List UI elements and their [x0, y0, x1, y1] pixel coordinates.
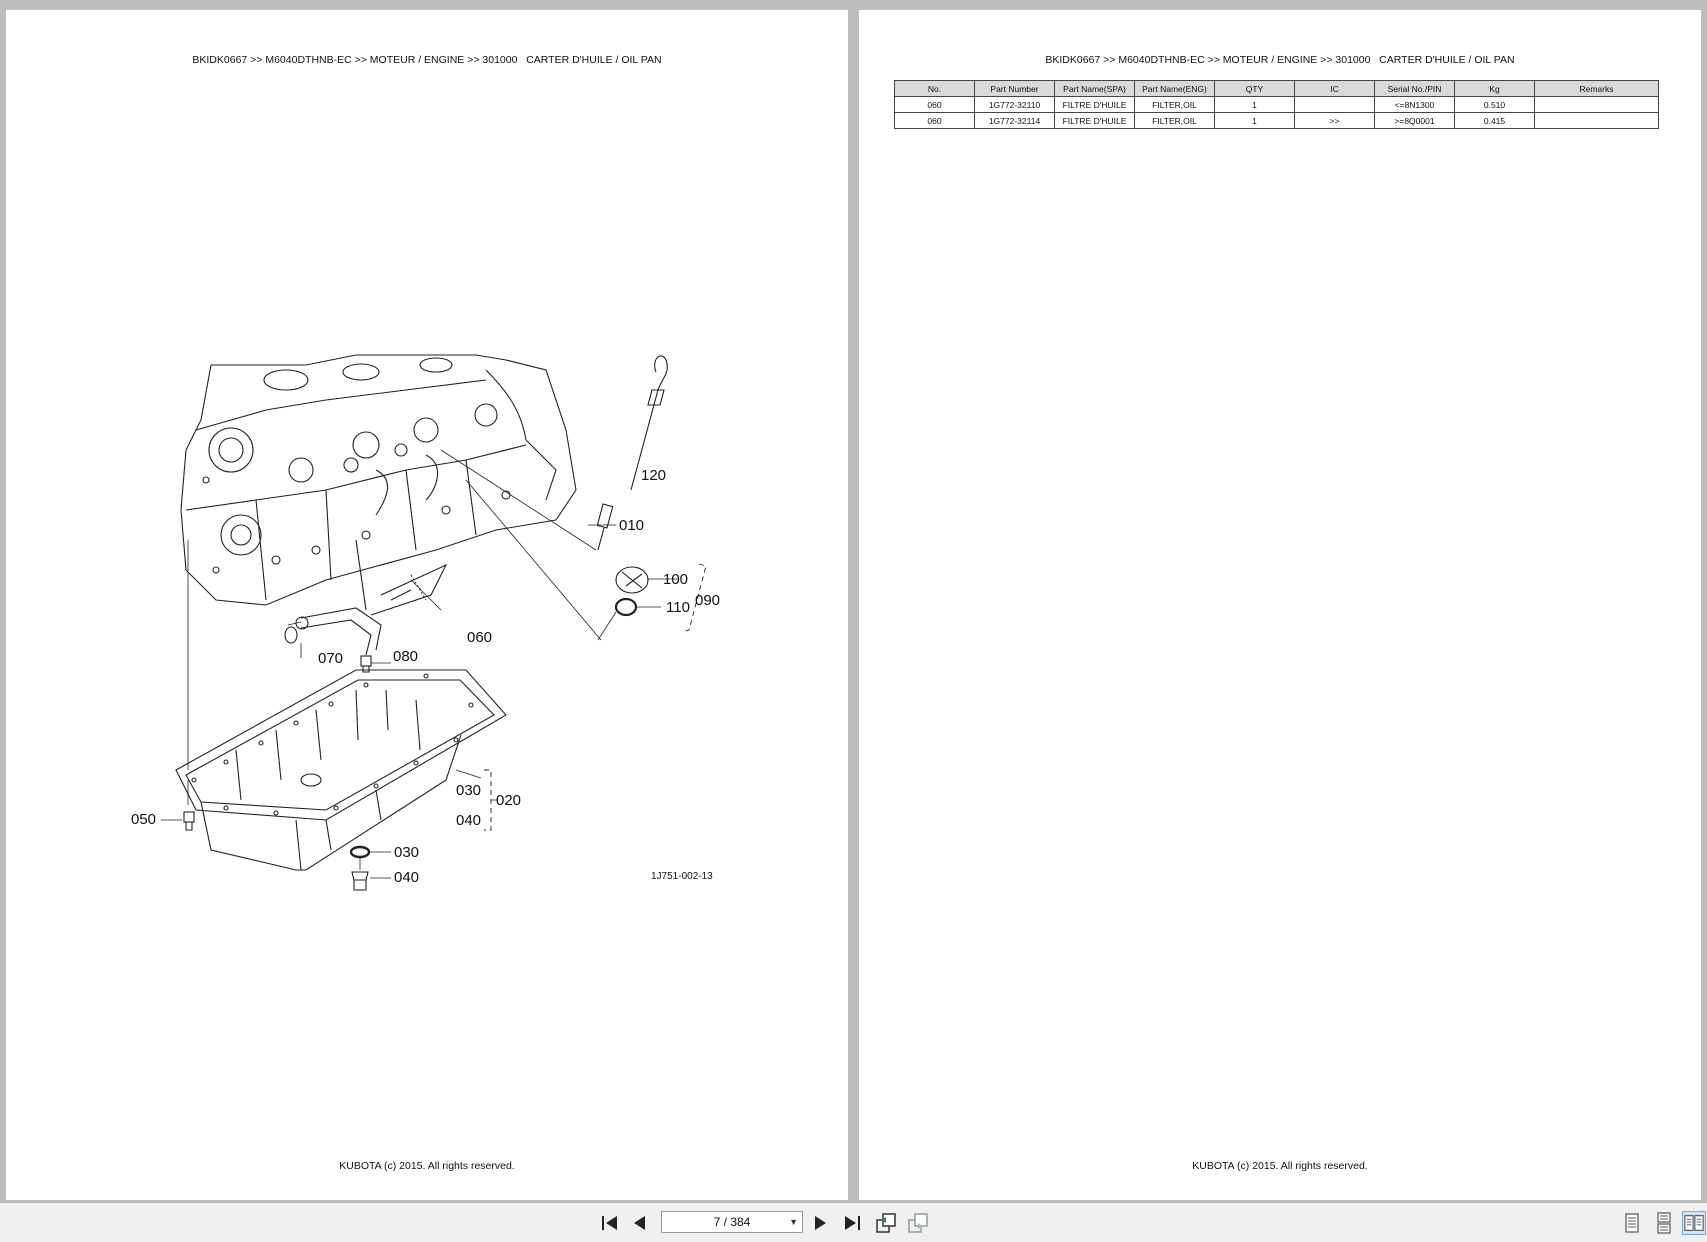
- page-number-field[interactable]: 7 / 384 ▼: [661, 1211, 803, 1233]
- chevron-down-icon[interactable]: ▼: [789, 1217, 798, 1227]
- dipstick: [596, 355, 668, 551]
- col-header: Part Name(ENG): [1134, 80, 1215, 97]
- label-020: 020: [496, 792, 521, 809]
- label-030-upper: 030: [456, 782, 481, 799]
- table-cell: FILTER,OIL: [1134, 96, 1215, 113]
- go-forward-view-icon[interactable]: [906, 1211, 930, 1235]
- col-header: Part Name(SPA): [1054, 80, 1135, 97]
- label-110: 110: [666, 599, 690, 616]
- page-header: BKIDK0667 >> M6040DTHNB-EC >> MOTEUR / E…: [1045, 54, 1515, 66]
- gasket-ring: [284, 626, 298, 644]
- col-header: No.: [894, 80, 975, 97]
- col-header: Remarks: [1534, 80, 1659, 97]
- single-page-view-icon[interactable]: [1620, 1211, 1644, 1235]
- page-footer: KUBOTA (c) 2015. All rights reserved.: [1192, 1160, 1368, 1172]
- bolt-080: [360, 655, 391, 673]
- page-footer: KUBOTA (c) 2015. All rights reserved.: [339, 1160, 515, 1172]
- viewer-toolbar: 7 / 384 ▼: [0, 1202, 1707, 1242]
- col-header: QTY: [1214, 80, 1295, 97]
- col-header: Part Number: [974, 80, 1055, 97]
- table-cell: [1534, 96, 1659, 113]
- continuous-view-icon[interactable]: [1652, 1211, 1676, 1235]
- page-header: BKIDK0667 >> M6040DTHNB-EC >> MOTEUR / E…: [192, 54, 662, 66]
- drain-plug-parts: [349, 845, 391, 891]
- table-cell: 0.510: [1454, 96, 1535, 113]
- last-page-icon[interactable]: [840, 1211, 864, 1235]
- col-header: Serial No./PIN: [1374, 80, 1455, 97]
- label-050: 050: [131, 811, 156, 828]
- table-cell: [1294, 96, 1375, 113]
- table-cell: >=8Q0001: [1374, 112, 1455, 129]
- table-cell: 0.415: [1454, 112, 1535, 129]
- oil-strainer: [295, 539, 448, 656]
- label-070: 070: [318, 650, 343, 667]
- label-100: 100: [663, 571, 688, 588]
- label-040-upper: 040: [456, 812, 481, 829]
- table-cell: FILTRE D'HUILE: [1054, 112, 1135, 129]
- bolt-050: [161, 811, 195, 831]
- document-viewport[interactable]: BKIDK0667 >> M6040DTHNB-EC >> MOTEUR / E…: [0, 0, 1707, 1202]
- facing-pages-view-icon[interactable]: [1682, 1211, 1706, 1235]
- label-120: 120: [641, 467, 666, 484]
- table-cell: [1534, 112, 1659, 129]
- table-cell: >>: [1294, 112, 1375, 129]
- table-header-row: No. Part Number Part Name(SPA) Part Name…: [894, 80, 1659, 97]
- table-cell: 1G772-32110: [974, 96, 1055, 113]
- label-030-lower: 030: [394, 844, 419, 861]
- page-right: BKIDK0667 >> M6040DTHNB-EC >> MOTEUR / E…: [859, 10, 1701, 1200]
- table-cell: 060: [894, 96, 975, 113]
- table-row: 060 1G772-32114 FILTRE D'HUILE FILTER,OI…: [894, 112, 1659, 129]
- page-indicator: 7 / 384: [713, 1215, 751, 1229]
- page-left: BKIDK0667 >> M6040DTHNB-EC >> MOTEUR / E…: [6, 10, 848, 1200]
- filler-cap: [615, 566, 649, 594]
- next-page-icon[interactable]: [808, 1211, 832, 1235]
- col-header: IC: [1294, 80, 1375, 97]
- table-cell: 1: [1214, 112, 1295, 129]
- oil-pan-exploded-diagram: 120 010 100 110 090 060 070 080 020 030 …: [131, 354, 720, 891]
- table-cell: FILTRE D'HUILE: [1054, 96, 1135, 113]
- col-header: Kg: [1454, 80, 1535, 97]
- table-row: 060 1G772-32110 FILTRE D'HUILE FILTER,OI…: [894, 96, 1659, 113]
- table-cell: FILTER,OIL: [1134, 112, 1215, 129]
- label-080: 080: [393, 648, 418, 665]
- label-060: 060: [467, 629, 492, 646]
- label-090: 090: [695, 592, 720, 609]
- o-ring: [614, 597, 638, 617]
- first-page-icon[interactable]: [598, 1211, 622, 1235]
- table-cell: 1G772-32114: [974, 112, 1055, 129]
- label-010: 010: [619, 517, 644, 534]
- engine-block: [180, 354, 577, 606]
- oil-pan: [175, 669, 507, 871]
- table-cell: 060: [894, 112, 975, 129]
- table-cell: 1: [1214, 96, 1295, 113]
- previous-page-icon[interactable]: [628, 1211, 652, 1235]
- go-back-view-icon[interactable]: [874, 1211, 898, 1235]
- label-040-lower: 040: [394, 869, 419, 886]
- diagram-code: 1J751-002-13: [651, 871, 713, 882]
- parts-table: No. Part Number Part Name(SPA) Part Name…: [894, 80, 1659, 129]
- table-cell: <=8N1300: [1374, 96, 1455, 113]
